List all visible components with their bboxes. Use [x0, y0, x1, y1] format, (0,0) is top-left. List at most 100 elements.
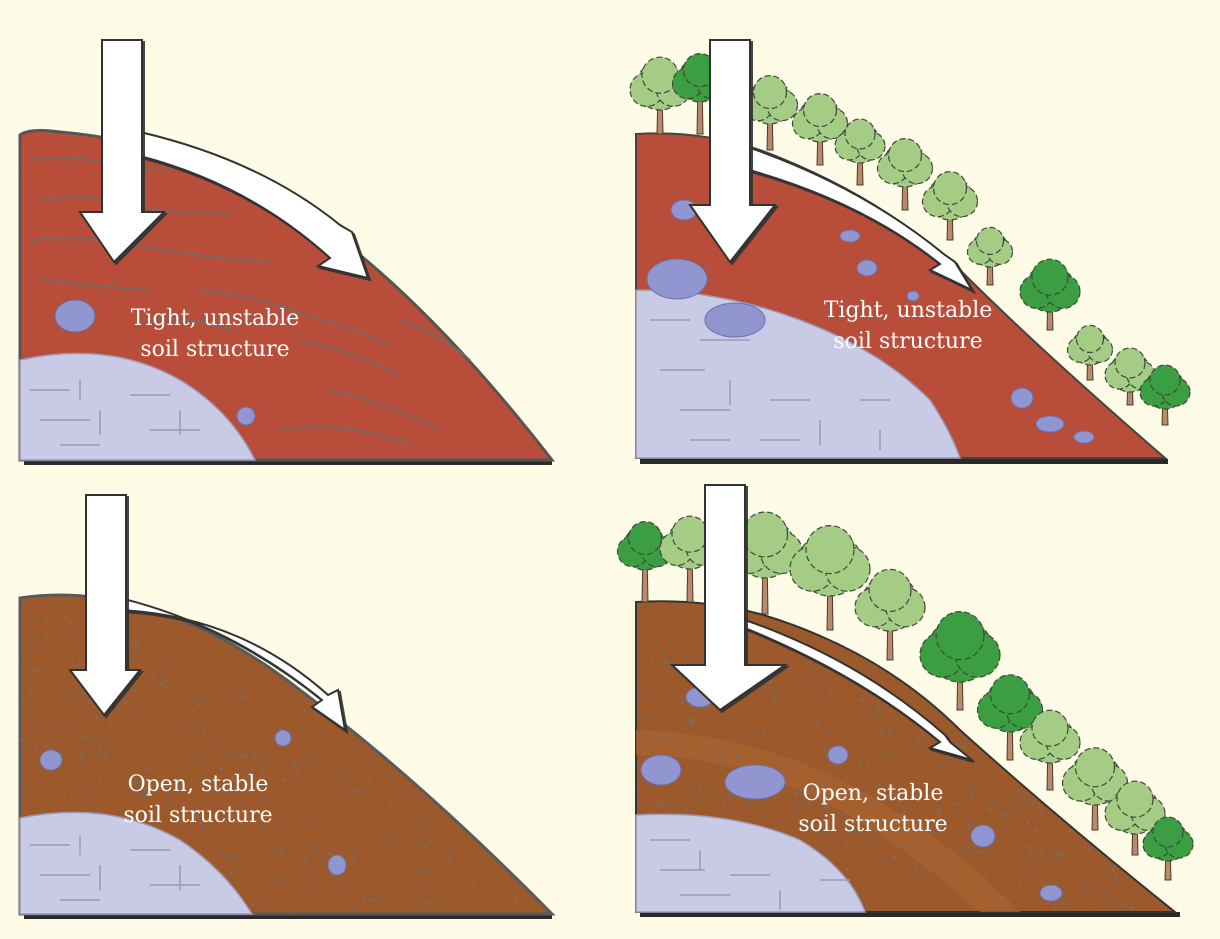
soil-grain [413, 830, 416, 833]
soil-grain [352, 854, 357, 859]
soil-grain [695, 654, 698, 658]
soil-grain [289, 910, 292, 913]
soil-grain [815, 678, 819, 682]
soil-grain [134, 643, 139, 648]
soil-grain [193, 699, 198, 704]
soil-grain [735, 753, 740, 758]
soil-grain [148, 761, 152, 765]
soil-grain [32, 669, 36, 673]
soil-grain [709, 732, 714, 737]
soil-grain [36, 667, 41, 672]
soil-grain [760, 661, 762, 664]
soil-grain [280, 874, 283, 878]
tree [976, 674, 1044, 761]
soil-grain [688, 718, 692, 723]
soil-grain [21, 780, 24, 783]
soil-grain [81, 735, 85, 739]
rock [1010, 387, 1034, 409]
soil-grain [201, 728, 206, 732]
soil-grain [796, 819, 801, 823]
soil-grain [1053, 905, 1058, 910]
soil-grain [395, 887, 399, 891]
soil-grain [1029, 850, 1032, 853]
rock [724, 764, 786, 800]
rock [839, 229, 861, 243]
soil-grain [960, 741, 963, 745]
soil-grain [120, 754, 123, 757]
soil-grain [827, 732, 831, 735]
soil-grain [637, 788, 641, 791]
soil-grain [310, 759, 314, 762]
soil-grain [1026, 819, 1030, 823]
soil-grain [235, 731, 240, 736]
soil-grain [1067, 842, 1071, 846]
tree [789, 524, 871, 631]
soil-grain [917, 828, 921, 832]
soil-grain [767, 713, 770, 716]
soil-grain [56, 674, 60, 678]
soil-grain [700, 631, 703, 634]
soil-grain [987, 853, 991, 857]
soil-grain [92, 736, 95, 739]
soil-grain [893, 856, 898, 861]
panel-open-bare: Open, stable soil structure [18, 494, 556, 919]
soil-grain [680, 637, 683, 641]
soil-grain [879, 829, 883, 833]
soil-grain [164, 654, 168, 659]
soil-grain [34, 617, 39, 621]
soil-grain [654, 737, 657, 739]
soil-grain [278, 757, 281, 760]
soil-grain [860, 727, 863, 730]
soil-grain [443, 836, 448, 840]
soil-grain [1056, 851, 1060, 855]
soil-grain [1068, 830, 1073, 835]
rock [856, 259, 878, 277]
soil-grain [514, 896, 518, 901]
soil-grain [316, 879, 320, 883]
soil-grain [273, 822, 278, 826]
soil-grain [979, 889, 983, 893]
soil-grain [333, 908, 337, 911]
soil-grain [870, 712, 875, 716]
soil-grain [24, 796, 27, 799]
soil-grain [427, 806, 429, 809]
soil-grain [177, 663, 179, 665]
soil-grain [398, 871, 402, 875]
soil-grain [1029, 845, 1031, 848]
rocks [640, 686, 1063, 902]
soil-grain [719, 740, 722, 743]
rock [827, 745, 849, 765]
soil-grain [671, 648, 675, 652]
soil-grain [269, 712, 272, 716]
soil-grain [150, 729, 154, 732]
soil-grain [870, 737, 874, 742]
soil-grain [141, 794, 146, 798]
soil-grain [828, 798, 831, 801]
soil-grain [389, 777, 393, 781]
soil-grain [456, 906, 459, 908]
soil-grain [830, 763, 832, 765]
soil-grain [229, 750, 233, 755]
soil-grain [36, 786, 39, 789]
soil-grain [1017, 844, 1020, 846]
soil-grain [169, 800, 173, 804]
soil-grain [514, 901, 518, 904]
soil-grain [938, 830, 943, 835]
soil-grain [394, 839, 398, 843]
soil-grain [168, 751, 171, 754]
soil-grain [64, 690, 68, 694]
soil-grain [179, 718, 184, 723]
soil-grain [142, 669, 145, 672]
soil-grain [35, 789, 38, 791]
soil-grain [252, 753, 255, 756]
soil-grain [145, 792, 149, 795]
soil-grain [460, 903, 463, 906]
soil-grain [81, 751, 85, 755]
soil-grain [288, 873, 292, 876]
soil-grain [1119, 907, 1122, 909]
soil-grain [124, 699, 129, 704]
soil-grain [869, 776, 872, 779]
soil-grain [103, 753, 108, 758]
soil-grain [1100, 882, 1104, 885]
soil-grain [438, 819, 441, 822]
